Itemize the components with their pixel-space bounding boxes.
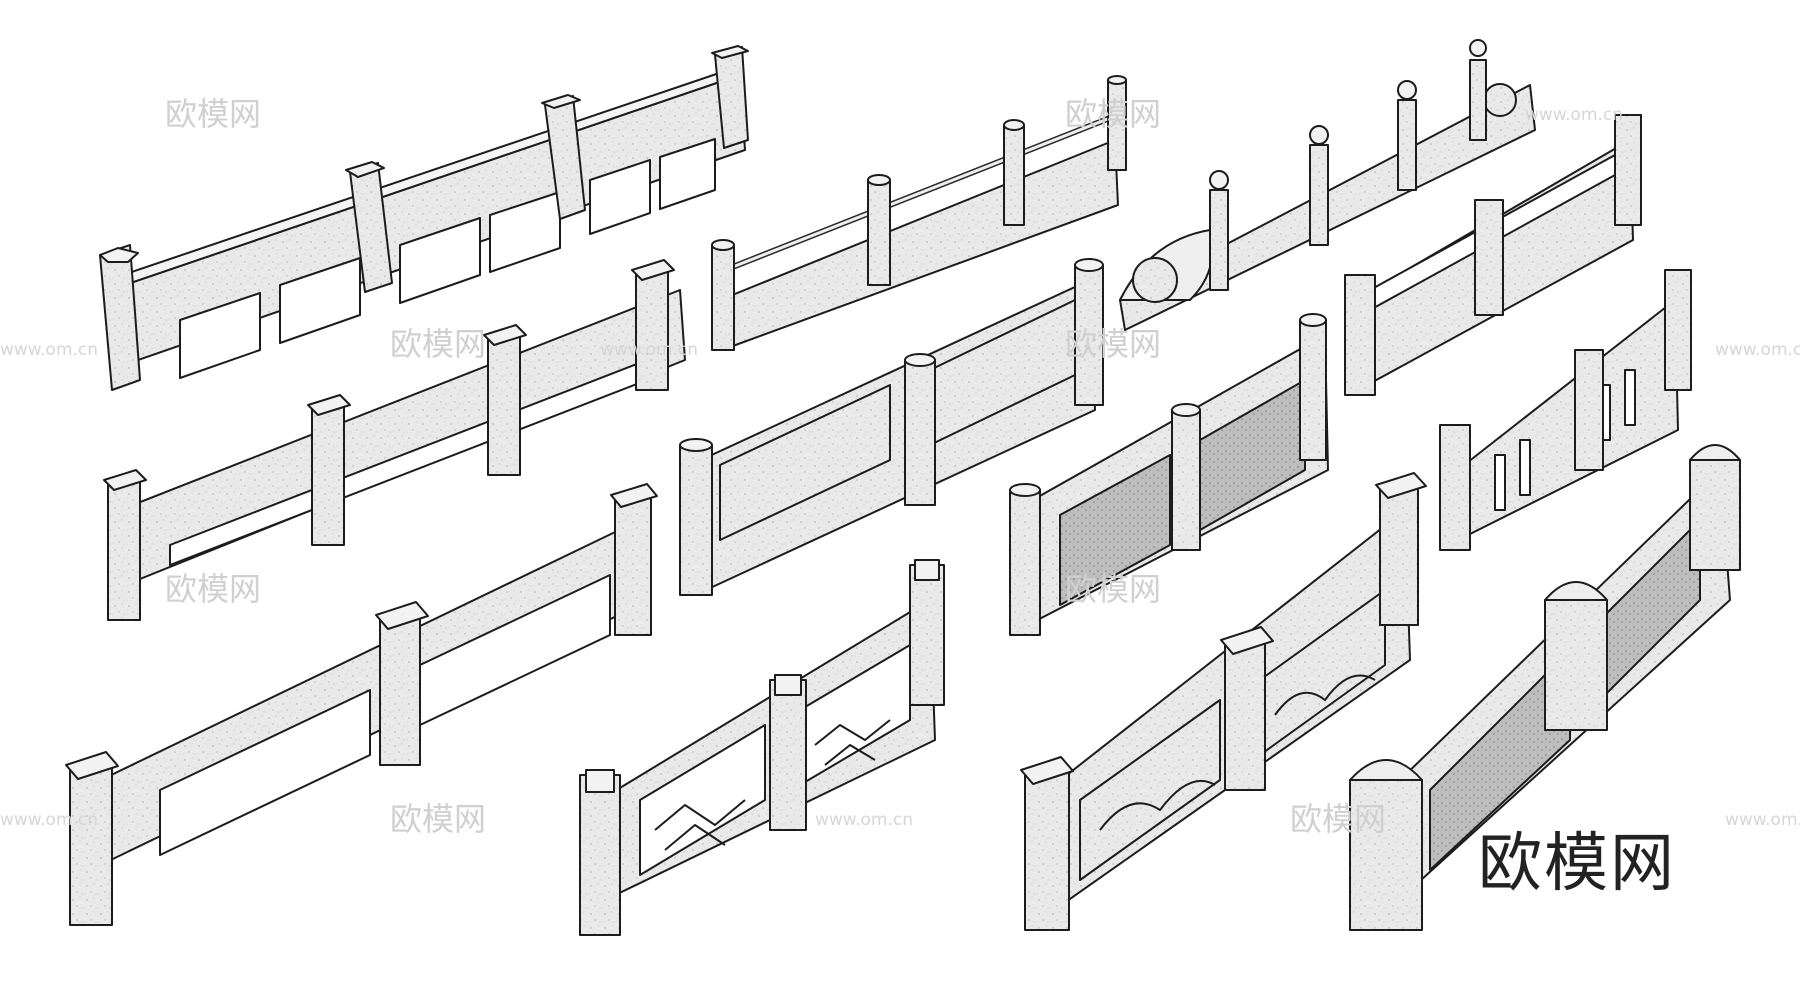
watermark-text: 欧模网 xyxy=(1065,570,1161,608)
fence-carved-panel xyxy=(1009,313,1329,636)
watermark-text: 欧模网 xyxy=(165,570,261,608)
fence-round-rail xyxy=(711,75,1127,351)
watermark-text: 欧模网 xyxy=(1290,800,1386,838)
fence-scroll-end xyxy=(1119,39,1536,331)
watermark-text: 欧模网 xyxy=(165,95,261,133)
fence-lattice-panel xyxy=(579,559,945,936)
fence-plain-panel xyxy=(679,258,1104,596)
brand-logo: 欧模网 xyxy=(1478,827,1676,901)
watermark-url: www.om.cn xyxy=(1725,810,1800,830)
fence-square-post-rail xyxy=(103,259,686,621)
watermark-text: 欧模网 xyxy=(390,800,486,838)
watermark-layer: 欧模网 欧模网 欧模网 欧模网 欧模网 欧模网 欧模网 欧模网 www.om.c… xyxy=(0,95,1800,838)
fence-long-rail xyxy=(65,483,658,926)
fence-dome-post xyxy=(1349,444,1741,931)
watermark-text: 欧模网 xyxy=(390,325,486,363)
watermark-url: www.om.cn xyxy=(600,340,698,360)
watermark-url: www.om.cn xyxy=(1525,105,1623,125)
watermark-text: 欧模网 xyxy=(1065,325,1161,363)
watermark-text: 欧模网 xyxy=(1065,95,1161,133)
watermark-url: www.om.cn xyxy=(0,340,98,360)
fence-cloud-panel xyxy=(1020,472,1427,931)
fence-octagon-panel xyxy=(99,45,749,391)
watermark-url: www.om.cn xyxy=(815,810,913,830)
watermark-url: www.om.cn xyxy=(1715,340,1800,360)
watermark-url: www.om.cn xyxy=(0,810,98,830)
fence-slat xyxy=(1344,114,1692,551)
